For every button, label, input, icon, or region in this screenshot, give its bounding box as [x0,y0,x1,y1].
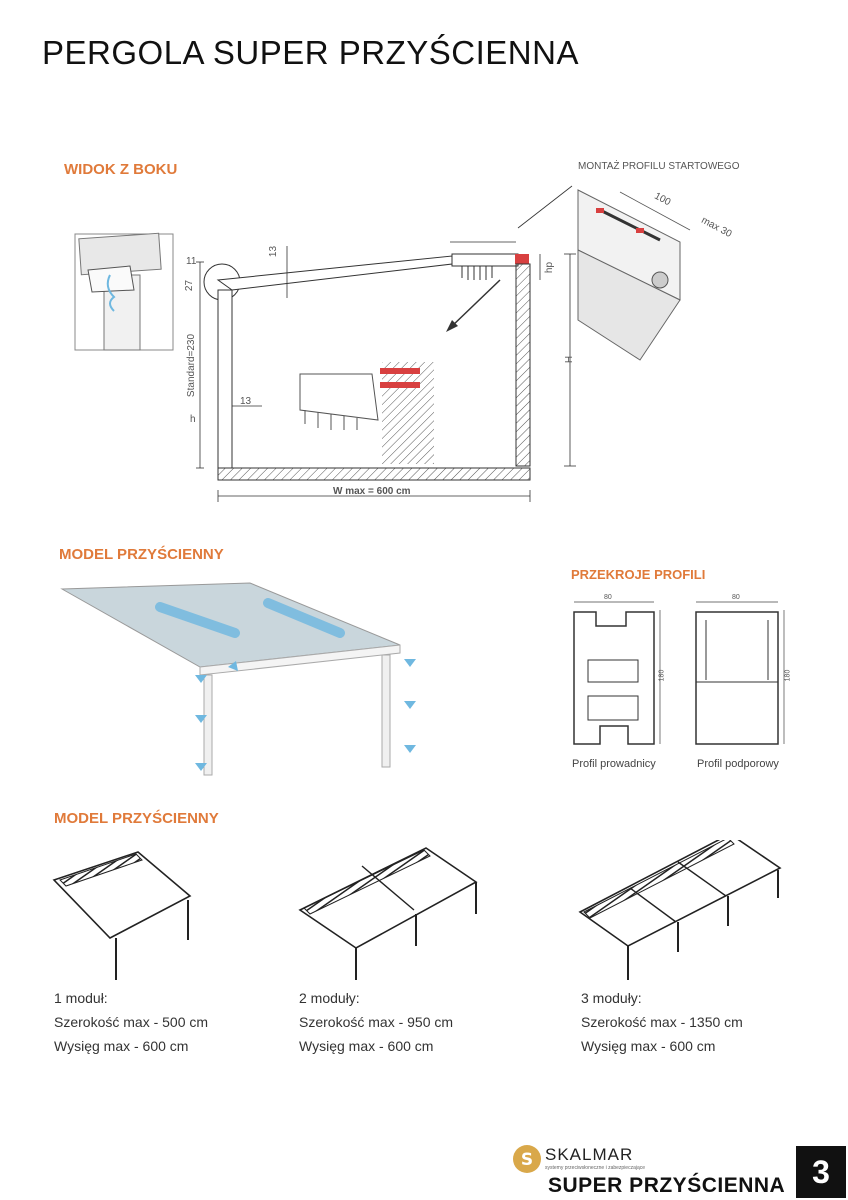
guide-caption: Profil prowadnicy [572,758,656,770]
dim-wmax: W max = 600 cm [333,486,411,497]
module-3-drawing [578,840,782,980]
guide-width: 80 [604,594,612,601]
support-caption: Profil podporowy [697,758,779,770]
profiles-heading: PRZEKROJE PROFILI [571,567,706,582]
skalmar-logo-icon: S [513,1145,541,1173]
start-profile-detail [577,189,691,361]
footer-product-name: SUPER PRZYŚCIENNA [548,1174,786,1197]
support-profile [695,601,785,745]
wall-detail [299,362,434,464]
profile-sections [573,601,785,745]
dim-standard: Standard=230 [186,333,198,398]
module-1-drawing [52,851,192,980]
dim-13-top: 13 [268,245,280,258]
module-1-width: Szerokość max - 500 cm [54,1014,209,1030]
dim-H: H [564,355,576,364]
gutter-detail [74,232,174,351]
module-2-title: 2 moduły: [299,990,360,1006]
guide-height: 180 [658,669,666,682]
module-2-width: Szerokość max - 950 cm [299,1014,454,1030]
module-3-specs: 3 moduły: Szerokość max - 1350 cm Wysięg… [581,986,743,1058]
side-view-drawing [74,185,691,502]
module-1-depth: Wysięg max - 600 cm [54,1038,189,1054]
dim-27: 27 [184,279,196,292]
side-view-heading: WIDOK Z BOKU [64,161,178,178]
support-height: 180 [784,669,792,682]
module-3-title: 3 moduły: [581,990,642,1006]
brand-name: SKALMAR [545,1145,634,1164]
page-number: 3 [796,1146,846,1198]
dim-h: h [190,414,196,425]
modules-heading: MODEL PRZYŚCIENNY [54,810,219,827]
support-width: 80 [732,594,740,601]
dim-11: 11 [186,256,197,267]
svg-text:S: S [521,1150,533,1170]
brand-tagline: systemy przeciwsłoneczne i zabezpieczają… [545,1165,646,1171]
dim-hp: hp [544,261,556,274]
module-3-depth: Wysięg max - 600 cm [581,1038,716,1054]
page-title: PERGOLA SUPER PRZYŚCIENNA [42,34,579,71]
brand-logo: S [512,1144,542,1179]
dim-13-bottom: 13 [240,396,252,407]
model-photo-heading: MODEL PRZYŚCIENNY [59,546,224,563]
module-3-width: Szerokość max - 1350 cm [581,1014,743,1030]
model-3d-render [60,582,416,776]
mount-label: MONTAŻ PROFILU STARTOWEGO [578,161,740,172]
module-2-depth: Wysięg max - 600 cm [299,1038,434,1054]
module-1-specs: 1 moduł: Szerokość max - 500 cm Wysięg m… [54,986,208,1058]
module-2-drawing [298,847,478,980]
guide-profile [573,601,661,745]
module-2-specs: 2 moduły: Szerokość max - 950 cm Wysięg … [299,986,453,1058]
module-1-title: 1 moduł: [54,990,108,1006]
module-drawings [52,840,782,980]
